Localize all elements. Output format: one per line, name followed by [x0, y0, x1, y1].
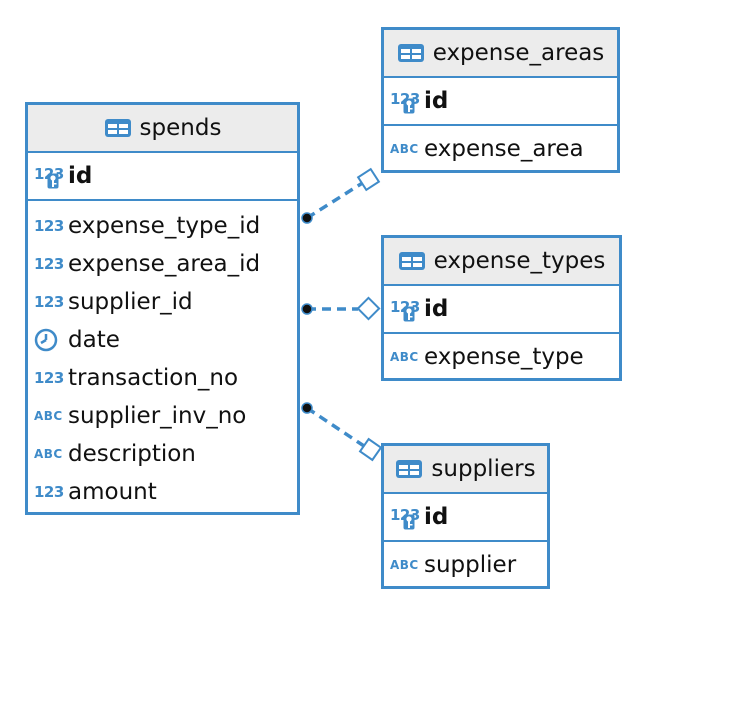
column-row[interactable]: 123 supplier_id — [28, 283, 297, 321]
relation-target-diamond — [358, 437, 383, 462]
key-icon: 123 — [390, 296, 424, 322]
column-name: supplier_id — [68, 289, 193, 315]
numeric-type-icon: 123 — [34, 217, 64, 235]
column-name: id — [424, 504, 449, 530]
key-icon: 123 — [390, 504, 424, 530]
column-row[interactable]: ABC expense_type — [384, 334, 619, 380]
column-name: id — [424, 88, 449, 114]
column-name: expense_type — [424, 344, 584, 370]
column-name: date — [68, 327, 120, 353]
clock-icon — [34, 328, 68, 352]
key-icon: 123 — [390, 88, 424, 114]
table-header: suppliers — [384, 446, 547, 494]
column-row[interactable]: 123 expense_area_id — [28, 245, 297, 283]
key-icon: 123 — [34, 163, 68, 189]
table-name: expense_areas — [432, 40, 605, 66]
primary-key-row[interactable]: 123 id — [384, 78, 617, 126]
relation-spends-suppliers[interactable] — [301, 402, 383, 462]
table-icon — [395, 459, 423, 479]
table-suppliers[interactable]: suppliers 123 id ABC supplier — [381, 443, 550, 589]
table-expense-types[interactable]: expense_types 123 id ABC expense_type — [381, 235, 622, 381]
column-name: expense_area_id — [68, 251, 261, 277]
column-row[interactable]: 123 amount — [28, 473, 297, 511]
relation-origin-dot — [301, 212, 313, 224]
column-row[interactable]: 123 transaction_no — [28, 359, 297, 397]
column-name: expense_type_id — [68, 213, 261, 239]
text-type-icon: ABC — [34, 447, 63, 461]
relation-target-diamond — [356, 167, 381, 192]
table-header: spends — [28, 105, 297, 153]
table-expense-areas[interactable]: expense_areas 123 id ABC expense_area — [381, 27, 620, 173]
table-name: expense_types — [433, 248, 606, 274]
table-spends[interactable]: spends 123 id 123 expense_type_id 123 ex… — [25, 102, 300, 515]
primary-key-row[interactable]: 123 id — [28, 153, 297, 201]
relation-origin-dot — [301, 402, 313, 414]
numeric-type-icon: 123 — [34, 293, 64, 311]
table-icon — [398, 251, 426, 271]
column-name: transaction_no — [68, 365, 239, 391]
column-name: supplier — [424, 552, 517, 578]
relation-origin-dot — [301, 303, 313, 315]
relation-spends-expense-types[interactable] — [301, 296, 381, 321]
column-row[interactable]: 123 expense_type_id — [28, 207, 297, 245]
table-name: spends — [139, 115, 222, 141]
column-name: expense_area — [424, 136, 584, 162]
text-type-icon: ABC — [390, 142, 419, 156]
table-name: suppliers — [431, 456, 536, 482]
column-name: id — [424, 296, 449, 322]
table-header: expense_types — [384, 238, 619, 286]
text-type-icon: ABC — [34, 409, 63, 423]
numeric-type-icon: 123 — [34, 483, 64, 501]
table-icon — [104, 118, 132, 138]
numeric-type-icon: 123 — [34, 369, 64, 387]
table-header: expense_areas — [384, 30, 617, 78]
column-name: supplier_inv_no — [68, 403, 247, 429]
primary-key-row[interactable]: 123 id — [384, 494, 547, 542]
column-name: description — [68, 441, 196, 467]
column-name: amount — [68, 479, 157, 505]
column-row[interactable]: ABC supplier — [384, 542, 547, 588]
column-name: id — [68, 163, 93, 189]
column-row[interactable]: ABC description — [28, 435, 297, 473]
column-row[interactable]: ABC expense_area — [384, 126, 617, 172]
text-type-icon: ABC — [390, 558, 419, 572]
table-icon — [397, 43, 425, 63]
column-row[interactable]: ABC supplier_inv_no — [28, 397, 297, 435]
relation-target-diamond — [356, 296, 381, 321]
text-type-icon: ABC — [390, 350, 419, 364]
column-row[interactable]: date — [28, 321, 297, 359]
numeric-type-icon: 123 — [34, 255, 64, 273]
relation-spends-expense-areas[interactable] — [301, 167, 381, 224]
primary-key-row[interactable]: 123 id — [384, 286, 619, 334]
